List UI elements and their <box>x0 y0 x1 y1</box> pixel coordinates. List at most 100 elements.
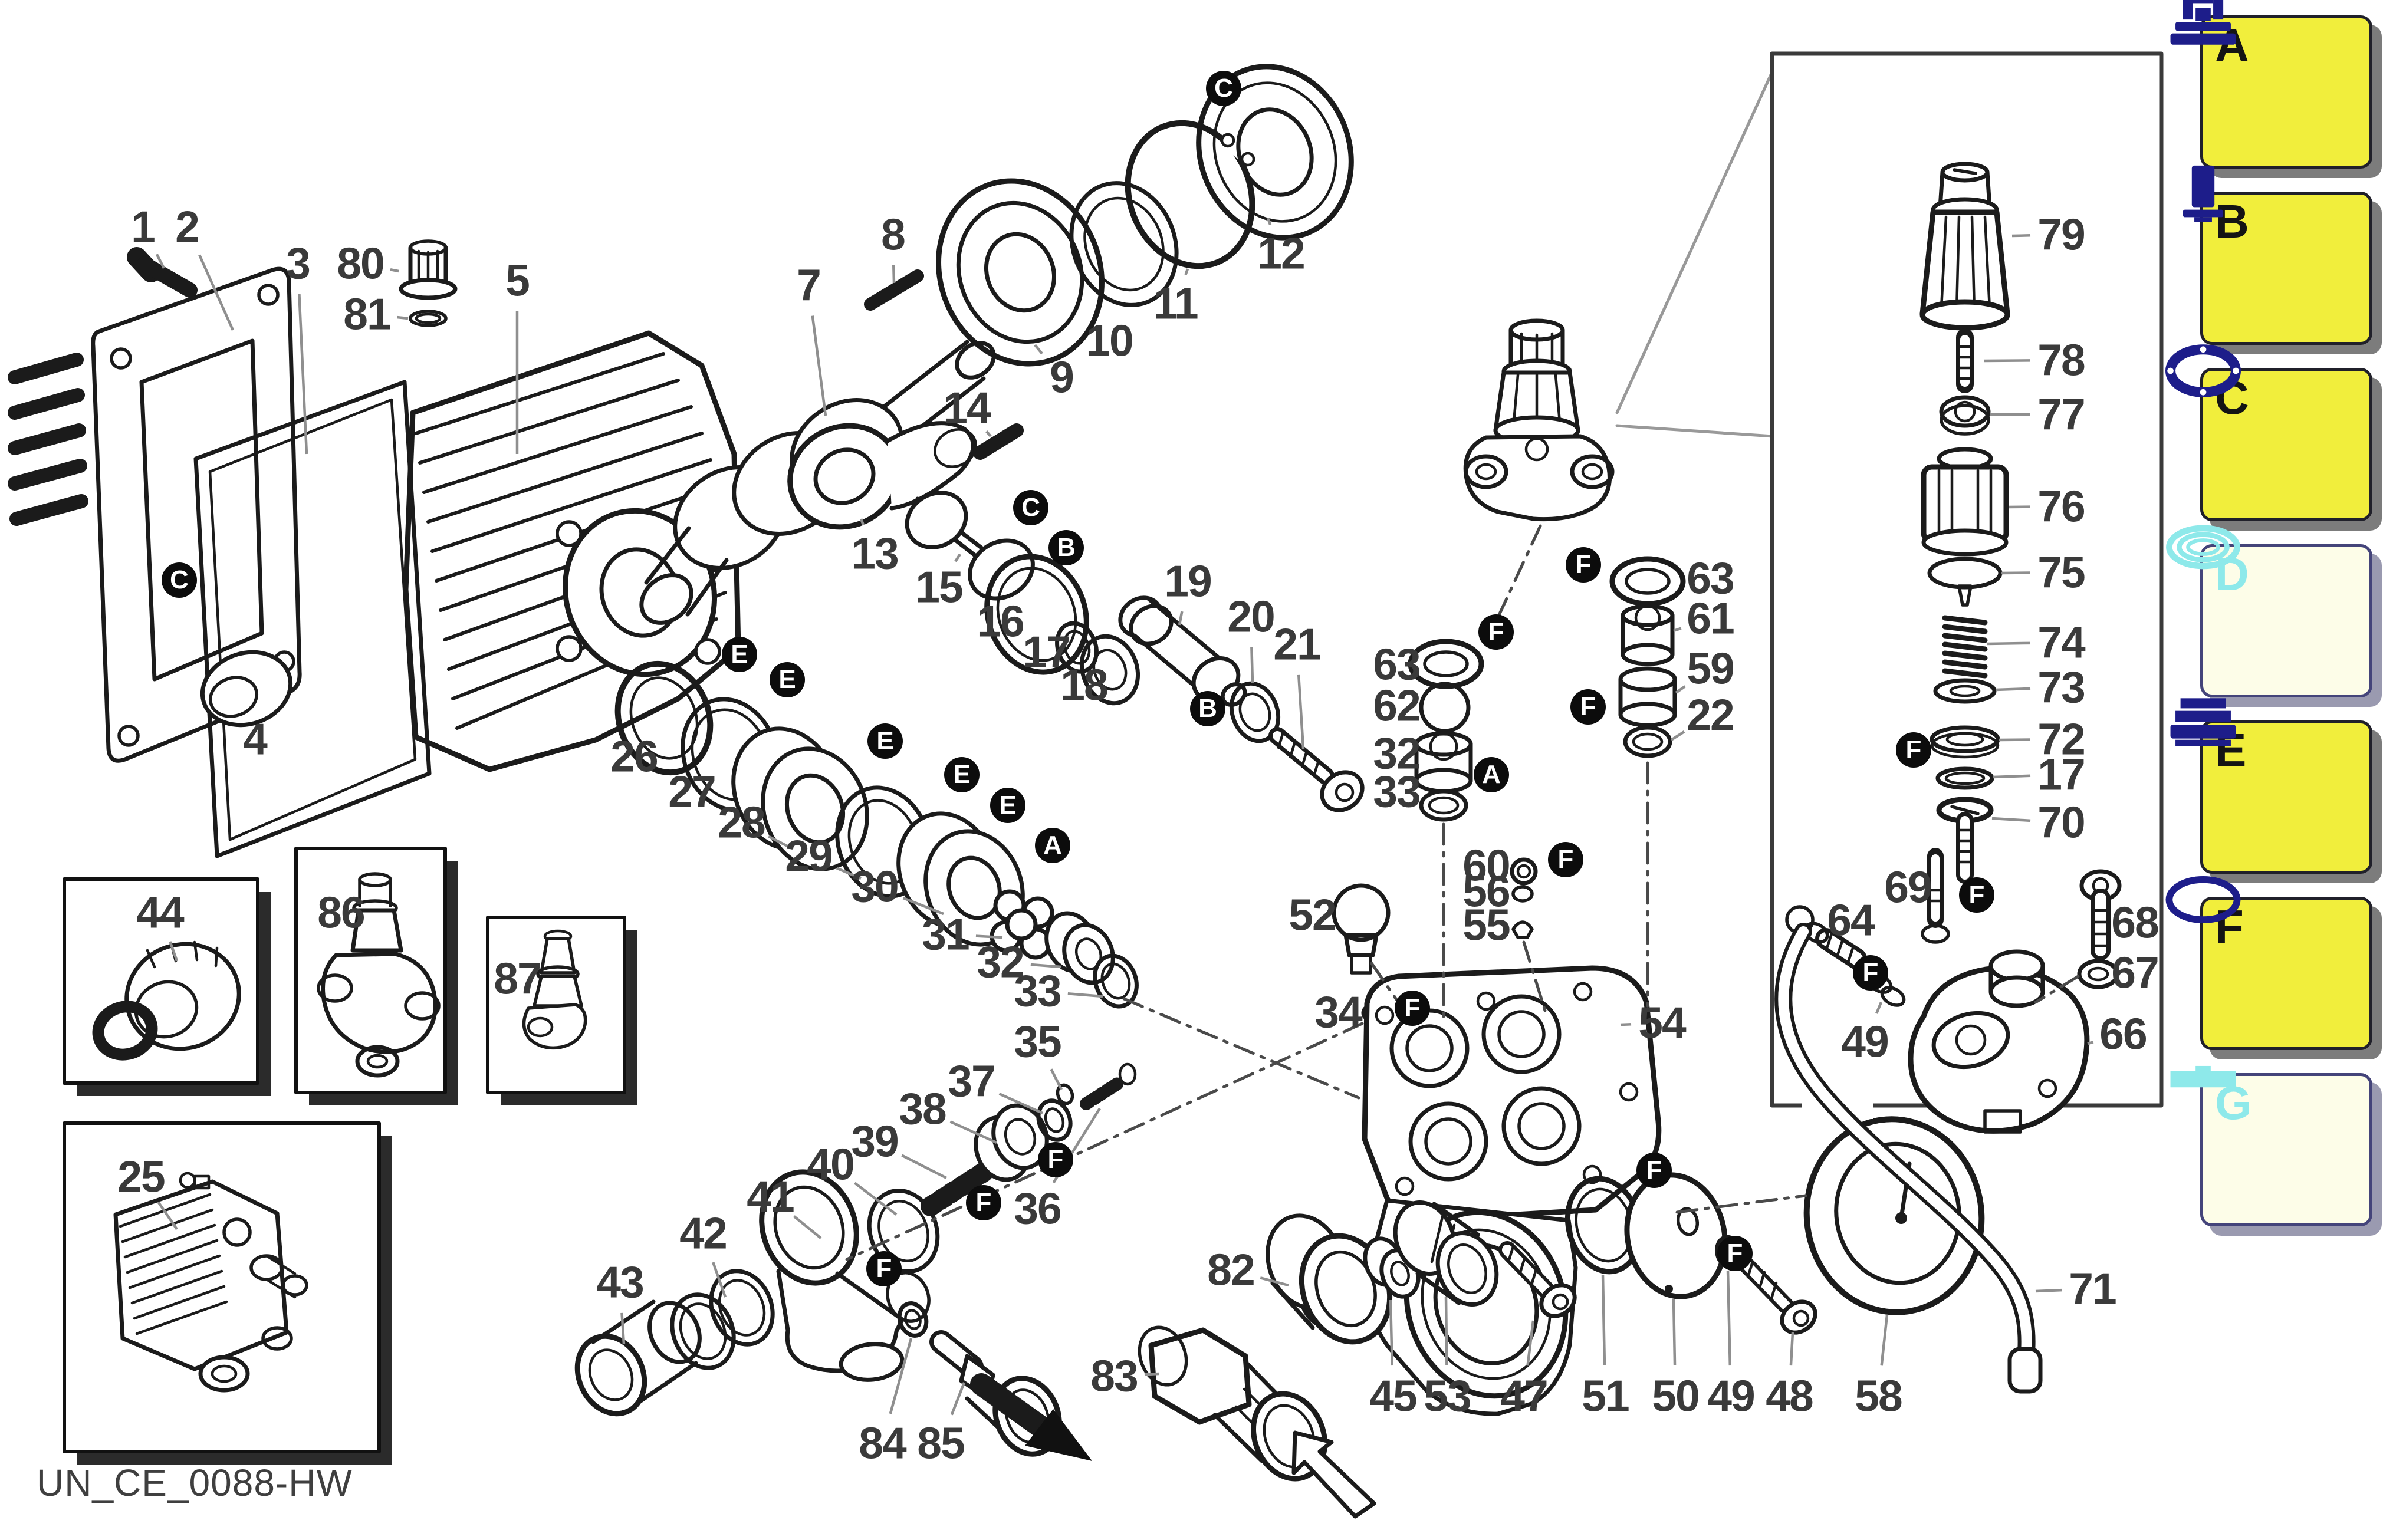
callout-F: F <box>966 1185 1001 1220</box>
part-label-34: 34 <box>1314 987 1362 1037</box>
callout-C: C <box>162 562 197 598</box>
leader-line-22 <box>1670 730 1685 741</box>
part-label-73: 73 <box>2037 662 2085 712</box>
leader-line-49 <box>1875 1002 1883 1014</box>
part-label-13: 13 <box>851 528 899 578</box>
part-label-25: 25 <box>117 1151 165 1202</box>
part-label-15: 15 <box>915 562 963 612</box>
part-label-74: 74 <box>2037 617 2085 667</box>
legend-item-A: A <box>2170 0 2372 169</box>
leader-line-32 <box>1030 963 1062 969</box>
leader-line-78 <box>1983 359 2031 363</box>
part-label-78: 78 <box>2037 335 2085 385</box>
part-label-66: 66 <box>2099 1009 2147 1059</box>
leader-line-74 <box>1987 641 2031 646</box>
cover-plate-drawing <box>8 247 432 858</box>
part-label-70: 70 <box>2037 797 2085 847</box>
leader-line-70 <box>1991 817 2031 822</box>
callout-F: F <box>1717 1236 1753 1271</box>
leader-line-82 <box>1260 1276 1289 1287</box>
part-label-67: 67 <box>2111 947 2159 998</box>
part-label-14: 14 <box>943 383 991 433</box>
document-code: UN_CE_0088-HW <box>37 1462 353 1504</box>
part-label-2: 2 <box>175 202 200 252</box>
inset-box-drawing <box>1770 51 2164 1394</box>
seal-stack-icon <box>2170 698 2236 746</box>
part-label-72: 72 <box>2037 714 2085 764</box>
leader-line-53 <box>1444 1297 1448 1366</box>
coil-ring-icon <box>2166 525 2240 570</box>
callout-C: C <box>1206 71 1241 106</box>
leader-line-79 <box>2011 234 2031 238</box>
leader-line-41 <box>793 1215 822 1239</box>
legend-item-C: C <box>2165 344 2372 521</box>
callout-F: F <box>1896 732 1931 768</box>
part-label-87: 87 <box>494 953 541 1003</box>
leader-line-29 <box>836 867 862 880</box>
leader-line-49 <box>1726 1270 1732 1366</box>
callout-F: F <box>1566 547 1601 583</box>
part-label-60: 60 <box>1462 840 1510 890</box>
leader-line-19 <box>1178 611 1184 626</box>
part-label-8: 8 <box>881 209 906 259</box>
part-label-32: 32 <box>977 937 1024 987</box>
piston-icon <box>2183 165 2224 222</box>
part-label-54: 54 <box>1638 998 1686 1048</box>
part-label-85: 85 <box>917 1418 965 1468</box>
part-label-33: 33 <box>1373 766 1421 817</box>
leader-line-66 <box>2087 1041 2094 1045</box>
part-label-3: 3 <box>286 238 311 288</box>
part-label-38: 38 <box>899 1084 946 1134</box>
part-label-81: 81 <box>343 289 391 339</box>
part-label-76: 76 <box>2037 481 2085 531</box>
legend-item-B: B <box>2183 165 2372 345</box>
leader-line-39 <box>901 1154 948 1180</box>
part-label-69: 69 <box>1884 862 1932 912</box>
part-label-62: 62 <box>1373 680 1421 730</box>
callout-F: F <box>1395 991 1430 1026</box>
valve-cage-icon <box>2170 0 2236 45</box>
legend-letter-B: B <box>2215 195 2249 248</box>
leader-line-84 <box>889 1338 913 1414</box>
part-label-43: 43 <box>596 1257 644 1307</box>
callout-E: E <box>944 757 980 792</box>
part-label-10: 10 <box>1086 315 1133 366</box>
part-label-32: 32 <box>1373 728 1421 778</box>
leader-line-47 <box>1526 1320 1535 1366</box>
callout-F: F <box>1548 842 1583 877</box>
leader-line-1 <box>155 254 166 269</box>
part-label-27: 27 <box>668 766 716 817</box>
part-label-19: 19 <box>1164 556 1212 606</box>
leader-line-38 <box>949 1120 997 1144</box>
part-label-83: 83 <box>1090 1351 1138 1401</box>
leader-line-9 <box>1034 344 1043 355</box>
discharge-row-drawing <box>1363 1116 1985 1335</box>
part-label-47: 47 <box>1500 1371 1548 1421</box>
leader-line-31 <box>975 934 1003 939</box>
part-label-28: 28 <box>718 797 765 847</box>
part-label-35: 35 <box>1014 1016 1061 1067</box>
leader-line-81 <box>397 315 409 320</box>
leader-line-13 <box>859 518 865 526</box>
leader-line-48 <box>1789 1332 1794 1366</box>
leader-line-17 <box>1993 774 2031 779</box>
leader-line-61 <box>1673 627 1682 633</box>
leader-line-20 <box>1250 647 1254 683</box>
leader-line-35 <box>1050 1068 1063 1091</box>
part-label-61: 61 <box>1687 593 1734 643</box>
part-label-42: 42 <box>679 1208 727 1258</box>
part-label-86: 86 <box>317 887 365 937</box>
leader-line-28 <box>768 835 794 851</box>
part-label-59: 59 <box>1687 643 1734 693</box>
leader-line-3 <box>298 294 308 455</box>
leader-line-8 <box>892 265 896 284</box>
part-label-63: 63 <box>1373 639 1421 689</box>
leader-line-85 <box>950 1382 966 1416</box>
callout-E: E <box>867 723 903 759</box>
leader-line-59 <box>1675 685 1686 694</box>
leader-line-45 <box>1389 1299 1393 1366</box>
callout-F: F <box>1853 955 1888 991</box>
part-label-20: 20 <box>1227 591 1275 641</box>
